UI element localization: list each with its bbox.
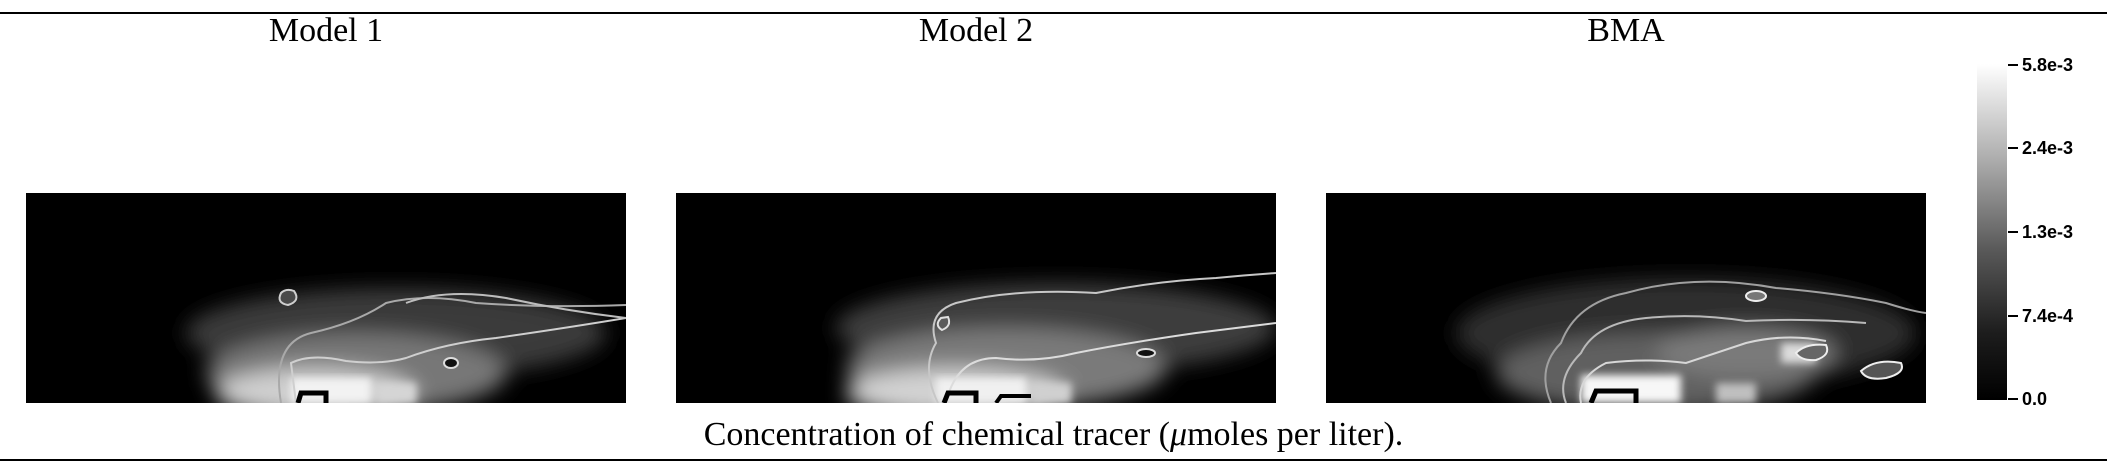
panel-bma-heatmap (1326, 193, 1926, 403)
panel-title-model-1: Model 1 (268, 12, 384, 49)
caption-mu: μ (1170, 416, 1188, 453)
colorbar-tick (2008, 231, 2018, 233)
panel-model-2-heatmap (676, 193, 1276, 403)
bottom-rule (0, 459, 2107, 461)
colorbar-label: 1.3e-3 (2022, 222, 2074, 242)
panel-title-model-2: Model 2 (918, 12, 1034, 49)
colorbar-tick (2008, 398, 2018, 400)
caption-text: Concentration of chemical tracer ( (703, 416, 1171, 453)
colorbar-tick (2008, 147, 2018, 149)
colorbar-label: 2.4e-3 (2022, 138, 2074, 158)
colorbar-label: 7.4e-4 (2022, 306, 2074, 326)
colorbar-label: 0.0 (2022, 389, 2048, 409)
colorbar (1977, 64, 2007, 400)
top-rule (0, 12, 2107, 14)
colorbar-tick (2008, 64, 2018, 66)
panel-title-bma: BMA (1587, 12, 1665, 49)
colorbar-label: 5.8e-3 (2022, 55, 2074, 75)
caption-text-end: moles per liter). (1187, 416, 1404, 453)
colorbar-tick (2008, 315, 2018, 317)
figure-caption: Concentration of chemical tracer (μmoles… (0, 416, 2107, 454)
panel-model-1-heatmap (26, 193, 626, 403)
